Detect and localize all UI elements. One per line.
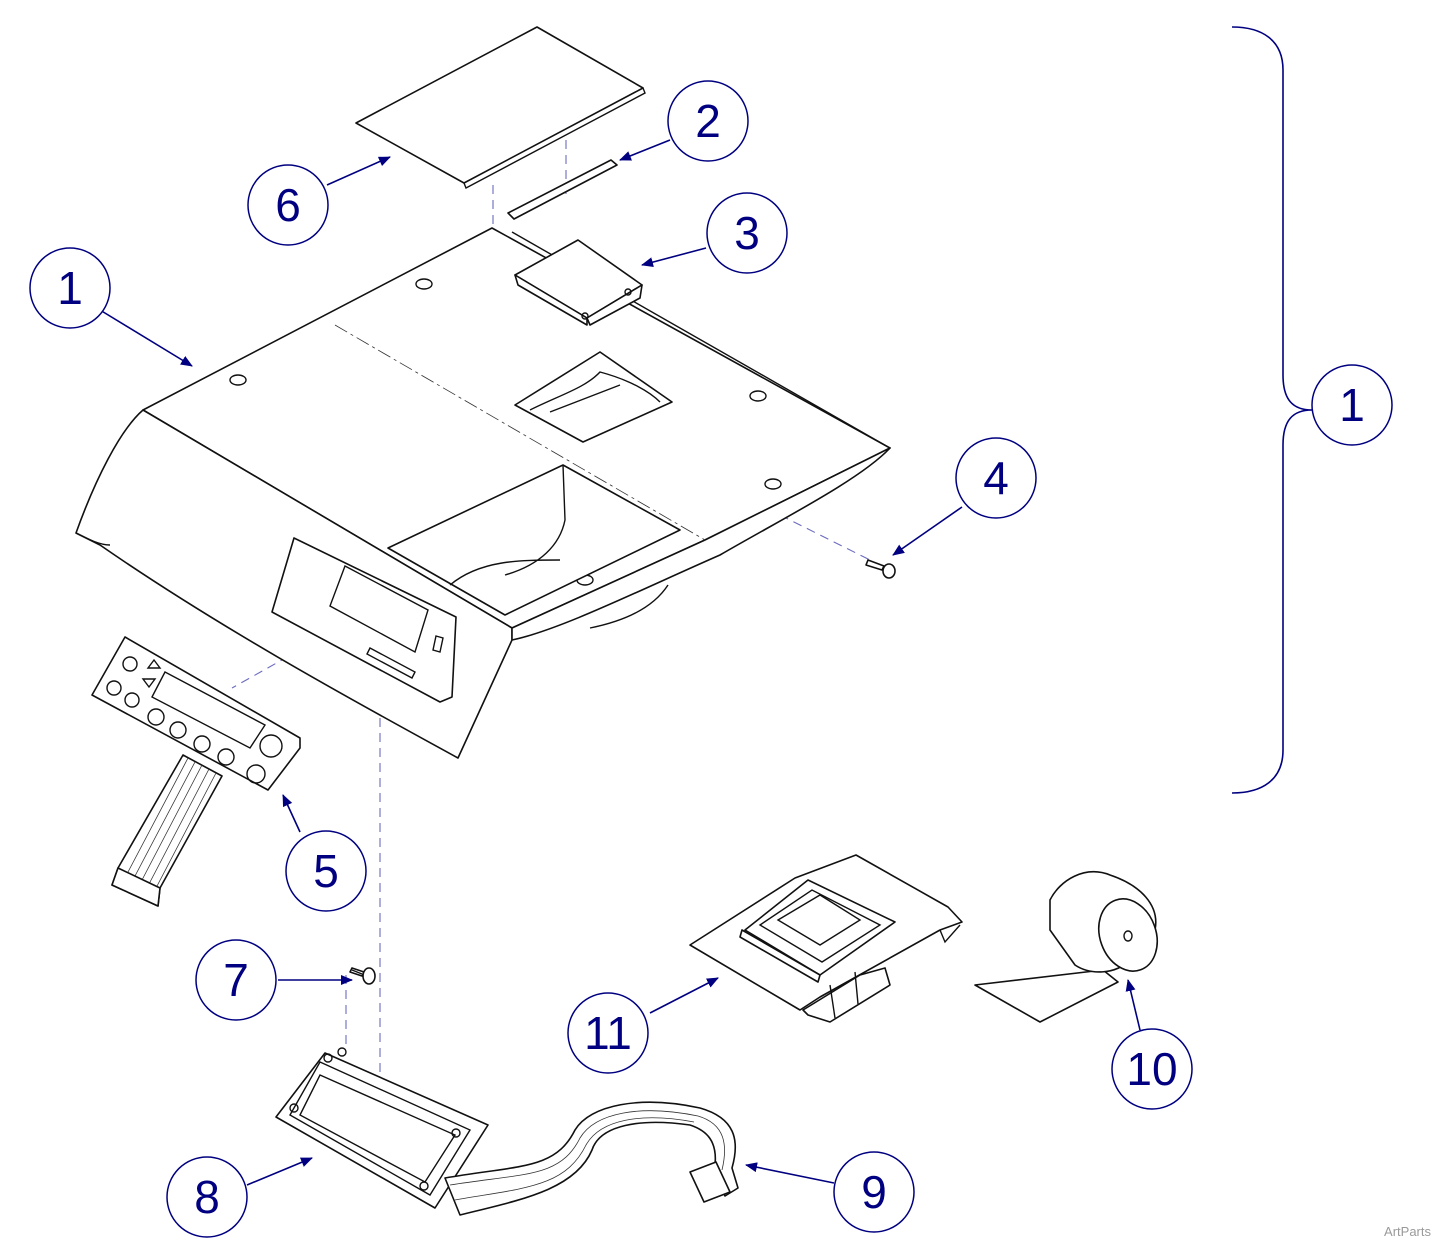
callout-label: 3 xyxy=(734,207,760,259)
callout-1-housing: 1 xyxy=(29,247,111,329)
callout-label: 7 xyxy=(223,954,249,1006)
gasket-strip xyxy=(507,159,618,220)
watermark: ArtParts xyxy=(1384,1224,1431,1239)
callout-leader-lines xyxy=(99,139,1141,1186)
display-ribbon-cable xyxy=(444,1101,739,1216)
callout-1-assembly: 1 xyxy=(1311,364,1393,446)
callout-4-screw: 4 xyxy=(955,437,1037,519)
assembly-brace xyxy=(1231,26,1313,794)
callout-11-printer: 11 xyxy=(567,992,649,1074)
display-board xyxy=(275,1047,489,1209)
housing-screw xyxy=(865,559,896,579)
overlay-label xyxy=(355,26,646,189)
callout-8-display-board: 8 xyxy=(166,1156,248,1238)
printer-mechanism xyxy=(689,854,963,1023)
callout-label: 5 xyxy=(313,845,339,897)
callout-10-paper-roll: 10 xyxy=(1111,1028,1193,1110)
callout-2-gasket: 2 xyxy=(667,80,749,162)
printer-door xyxy=(514,239,643,326)
paper-roll xyxy=(974,871,1158,1023)
callout-9-ribbon-cable: 9 xyxy=(833,1151,915,1233)
callout-label: 4 xyxy=(983,452,1009,504)
main-housing xyxy=(75,227,891,759)
callout-group: 1 2 3 4 5 6 1 7 xyxy=(29,80,1393,1238)
callout-label: 8 xyxy=(194,1171,220,1223)
callout-label: 1 xyxy=(1339,379,1365,431)
callout-3-printer-door: 3 xyxy=(706,192,788,274)
callout-5-keypad: 5 xyxy=(285,830,367,912)
callout-7-screw: 7 xyxy=(195,939,277,1021)
callout-label: 11 xyxy=(584,1007,632,1059)
callout-label: 1 xyxy=(57,262,83,314)
callout-6-overlay: 6 xyxy=(247,164,329,246)
display-screw xyxy=(349,967,376,985)
callout-label: 10 xyxy=(1126,1043,1177,1095)
callout-label: 2 xyxy=(695,95,721,147)
callout-label: 9 xyxy=(861,1166,887,1218)
membrane-keypad xyxy=(91,636,301,907)
callout-label: 6 xyxy=(275,179,301,231)
